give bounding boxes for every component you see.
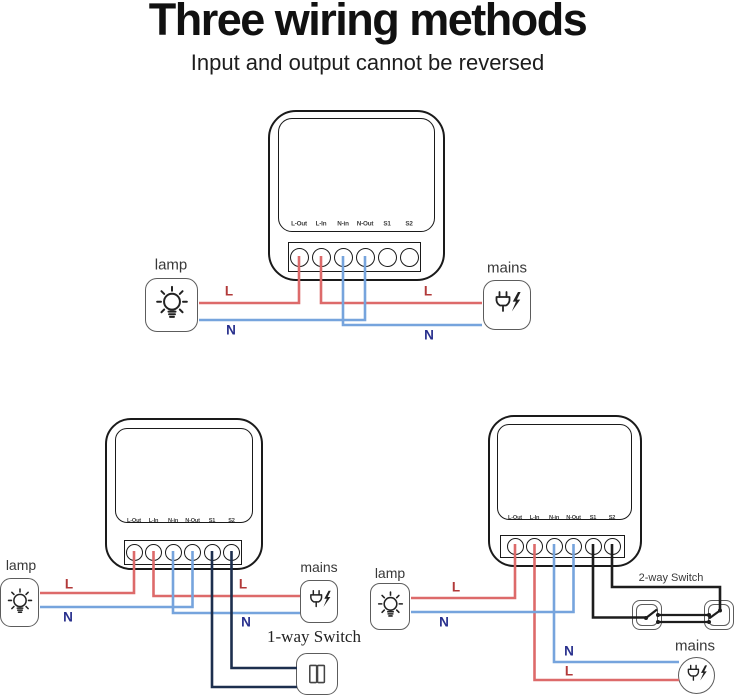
terminal-label-n-in: N-in: [167, 518, 179, 524]
neutral-label: N: [241, 614, 251, 630]
page-title: Three wiring methods: [148, 0, 588, 45]
terminal-screw: [333, 247, 353, 267]
terminal-label-l-out: L-Out: [508, 515, 522, 521]
mains-device: [678, 657, 715, 694]
neutral-label: N: [226, 322, 236, 338]
terminal-screw: [355, 247, 375, 267]
toggle-switch-icon: [636, 604, 658, 626]
terminal-screw: [545, 538, 563, 555]
neutral-label: N: [564, 643, 574, 659]
lamp-device: [145, 278, 198, 332]
terminal-label-s2: S2: [228, 518, 235, 524]
light-bulb-icon: [377, 591, 403, 617]
plug-with-lightning-icon: [687, 664, 708, 681]
mains-device: [300, 580, 338, 623]
terminal-label-s1: S1: [589, 515, 597, 521]
module-face: [497, 424, 632, 520]
terminal-label-n-out: N-Out: [566, 515, 581, 521]
lamp-label: lamp: [374, 565, 406, 581]
terminal-label-l-in: L-In: [148, 518, 159, 524]
two-way-switch-label: 2-way Switch: [638, 572, 704, 584]
two-way-switch-left: [632, 600, 662, 630]
terminal-label-l-in: L-In: [315, 220, 327, 228]
terminal-screw: [311, 247, 331, 267]
lamp-label: lamp: [5, 557, 37, 573]
terminal-screw: [506, 538, 524, 555]
wire-s1-switch: [210, 551, 297, 689]
terminal-screw: [164, 544, 182, 561]
terminal-screw: [526, 538, 543, 555]
module-face: [278, 118, 435, 232]
live-label: L: [224, 283, 234, 299]
lamp-device: [0, 578, 39, 627]
one-way-switch-device: [296, 653, 338, 695]
terminal-label-s2: S2: [608, 515, 616, 521]
terminal-label-s2: S2: [405, 220, 413, 228]
terminal-label-n-out: N-Out: [185, 518, 200, 524]
plug-with-lightning-icon: [495, 291, 521, 312]
terminal-screw: [603, 538, 621, 555]
terminal-label-n-out: N-Out: [356, 220, 374, 228]
terminal-label-l-in: L-In: [529, 515, 540, 521]
neutral-label: N: [439, 614, 449, 630]
terminal-label-l-out: L-Out: [127, 518, 141, 524]
page-subtitle: Input and output cannot be reversed: [190, 50, 545, 75]
terminal-screw: [399, 247, 419, 267]
wires-one-way: [40, 551, 300, 689]
mains-label: mains: [674, 637, 716, 655]
lamp-label: lamp: [154, 256, 188, 274]
two-way-switch-right: [704, 600, 734, 630]
terminal-screw: [565, 538, 582, 555]
mains-label: mains: [300, 559, 338, 575]
live-label: L: [451, 579, 461, 595]
terminal-label-l-out: L-Out: [291, 220, 307, 228]
mains-device: [483, 280, 531, 330]
terminal-screw: [145, 544, 162, 561]
terminal-screw: [289, 247, 309, 267]
neutral-label: N: [424, 327, 434, 343]
toggle-switch-icon: [708, 604, 730, 626]
live-label: L: [423, 283, 433, 299]
terminal-label-n-in: N-in: [337, 220, 349, 228]
terminal-label-s1: S1: [383, 220, 391, 228]
terminal-screw: [125, 544, 143, 561]
module-face: [115, 428, 253, 523]
terminal-screw: [203, 544, 221, 561]
neutral-label: N: [63, 609, 73, 625]
live-label: L: [564, 663, 574, 679]
rocker-switch-icon: [309, 664, 326, 684]
live-label: L: [64, 576, 74, 592]
one-way-switch-label: 1-way Switch: [267, 627, 361, 646]
mains-label: mains: [486, 259, 528, 277]
light-bulb-icon: [7, 587, 32, 613]
terminal-screw: [377, 247, 397, 267]
light-bulb-icon: [155, 285, 188, 318]
live-label: L: [238, 576, 248, 592]
terminal-screw: [223, 544, 240, 561]
terminal-screw: [584, 538, 602, 555]
terminal-screw: [184, 544, 201, 561]
plug-with-lightning-icon: [309, 590, 331, 608]
lamp-device: [370, 583, 410, 630]
terminal-label-s1: S1: [208, 518, 216, 524]
terminal-label-n-in: N-in: [548, 515, 560, 521]
